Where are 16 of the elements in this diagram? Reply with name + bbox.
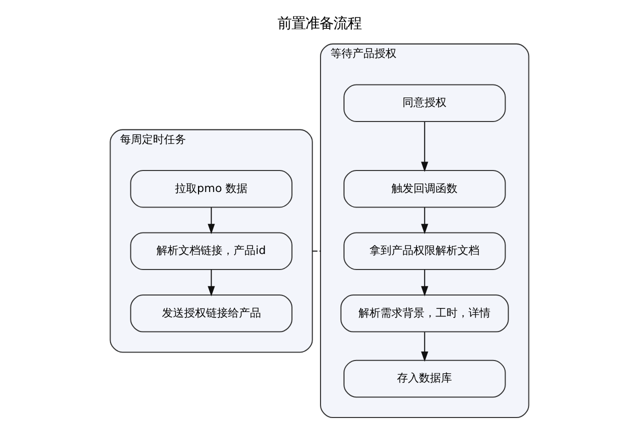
node-box: 同意授权 xyxy=(344,84,506,122)
connector xyxy=(312,250,321,252)
arrow xyxy=(208,207,215,234)
arrow xyxy=(208,270,215,296)
node-box: 拉取pmo 数据 xyxy=(130,170,292,208)
node-box: 解析需求背景，工时，详情 xyxy=(340,294,509,332)
arrow xyxy=(421,207,428,234)
arrow xyxy=(421,270,428,296)
node-box: 解析文档链接，产品id xyxy=(130,232,292,270)
diagram-title: 前置准备流程 xyxy=(278,16,362,32)
node-box: 触发回调函数 xyxy=(344,170,506,208)
arrow xyxy=(421,332,428,362)
arrow xyxy=(421,122,428,172)
node-box: 存入数据库 xyxy=(344,360,506,398)
node-box: 拿到产品权限解析文档 xyxy=(344,232,506,270)
node-box: 发送授权链接给产品 xyxy=(130,294,292,332)
